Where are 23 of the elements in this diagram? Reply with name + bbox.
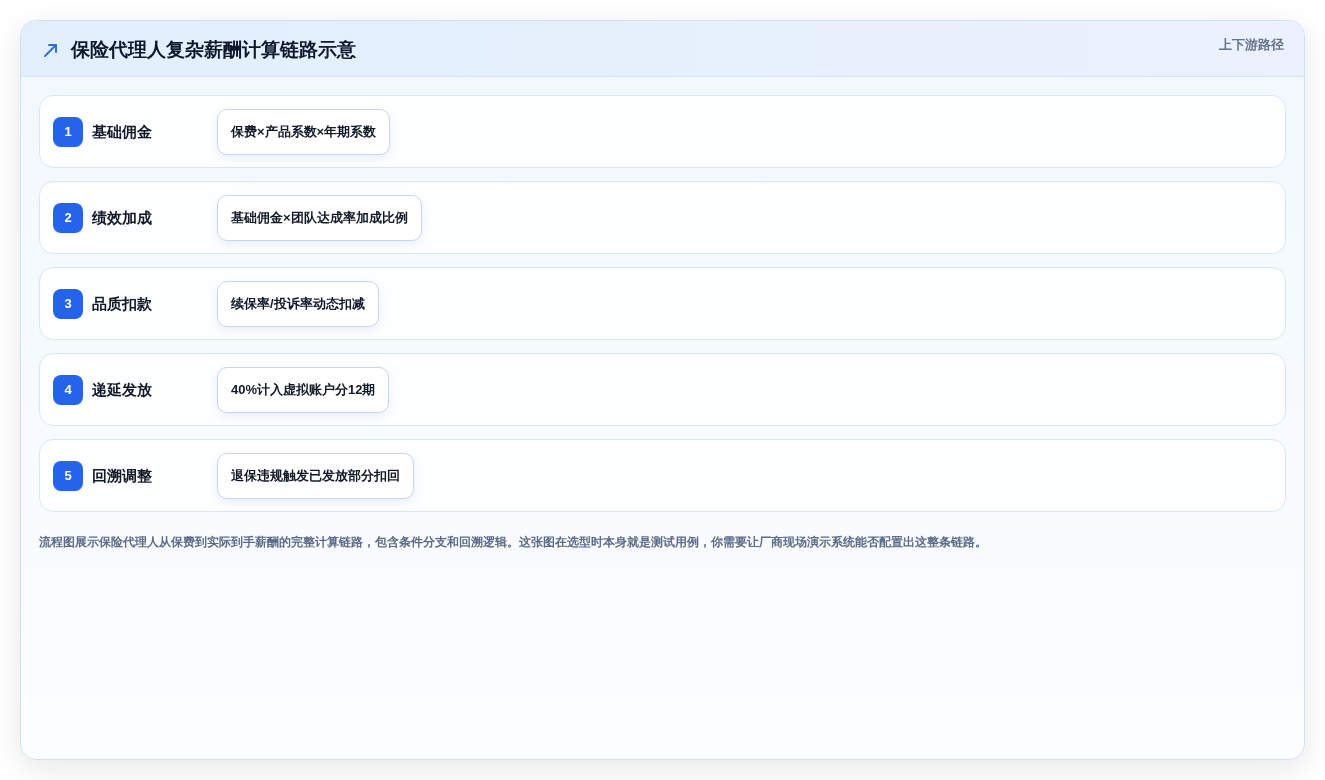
step-card xyxy=(39,353,1286,426)
step-card xyxy=(39,95,1286,168)
step-number: 3 xyxy=(53,288,83,319)
step-card xyxy=(39,439,1286,512)
step-number: 1 xyxy=(53,116,83,147)
step-name: 递延发放 xyxy=(92,380,152,398)
step-name: 回溯调整 xyxy=(92,466,152,484)
step-number: 5 xyxy=(53,460,83,491)
header-label: 上下游路径 xyxy=(1219,36,1284,54)
step-card xyxy=(39,181,1286,254)
title: 保险代理人复杂薪酬计算链路示意 xyxy=(71,38,356,62)
step-name: 绩效加成 xyxy=(92,208,152,226)
formula-box: 40%计入虚拟账户分12期 xyxy=(217,366,390,413)
step-name: 基础佣金 xyxy=(92,122,152,140)
caption: 流程图展示保险代理人从保费到实际到手薪酬的完整计算链路，包含条件分支和回溯逻辑。这张图在选型时本身就是测试用例，你需要让厂商现场演示系统能否配置出这整条链路。 xyxy=(39,534,988,551)
step-name: 品质扣款 xyxy=(92,294,152,312)
step-number: 2 xyxy=(53,202,83,233)
step-number: 4 xyxy=(53,374,83,405)
formula-box: 退保违规触发已发放部分扣回 xyxy=(217,452,414,499)
formula-box: 保费×产品系数×年期系数 xyxy=(217,108,391,155)
step-card xyxy=(39,267,1286,340)
formula-box: 续保率/投诉率动态扣减 xyxy=(217,280,379,327)
formula-box: 基础佣金×团队达成率加成比例 xyxy=(217,194,422,241)
